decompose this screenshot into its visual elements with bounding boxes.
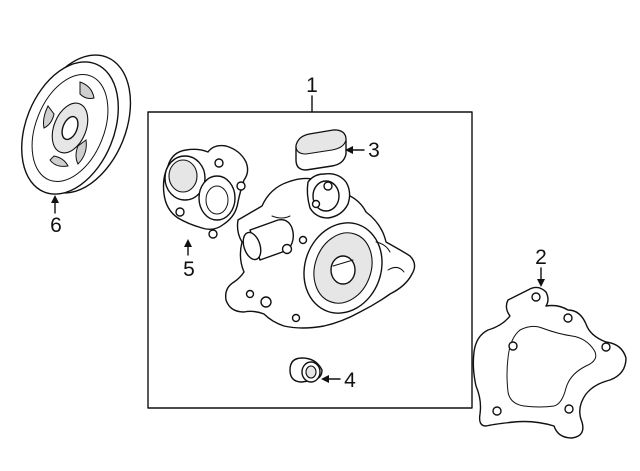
- arrow-3: [345, 146, 353, 154]
- callout-6: 6: [50, 214, 62, 237]
- callout-2: 2: [535, 246, 547, 269]
- plug-part[interactable]: [289, 357, 323, 383]
- callout-4: 4: [344, 369, 356, 392]
- arrow-4: [321, 375, 329, 383]
- callout-3: 3: [368, 139, 380, 162]
- callout-1: 1: [306, 74, 318, 97]
- pulley-part[interactable]: [3, 40, 149, 208]
- pump-housing-part[interactable]: [224, 172, 416, 329]
- gasket-part[interactable]: [472, 286, 627, 439]
- flange-part[interactable]: [162, 144, 249, 239]
- arrow-2: [537, 279, 545, 287]
- arrow-6: [51, 195, 59, 203]
- arrow-5: [184, 239, 192, 247]
- assembly-frame: [147, 95, 473, 409]
- callout-5: 5: [183, 258, 195, 281]
- housing-cover-part[interactable]: [295, 129, 347, 171]
